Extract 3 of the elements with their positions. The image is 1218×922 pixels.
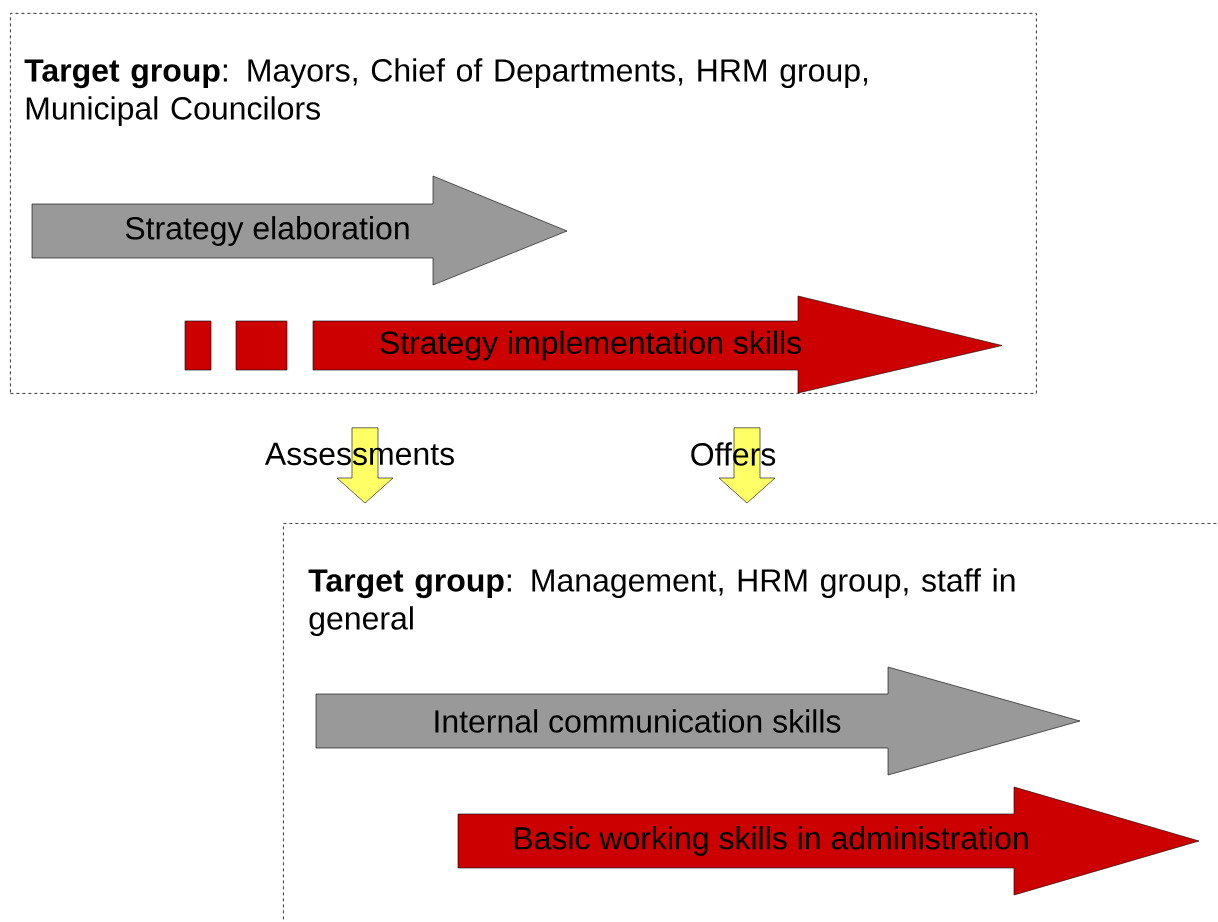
block-arrow	[336, 427, 394, 504]
block	[235, 320, 288, 371]
block	[184, 320, 212, 371]
